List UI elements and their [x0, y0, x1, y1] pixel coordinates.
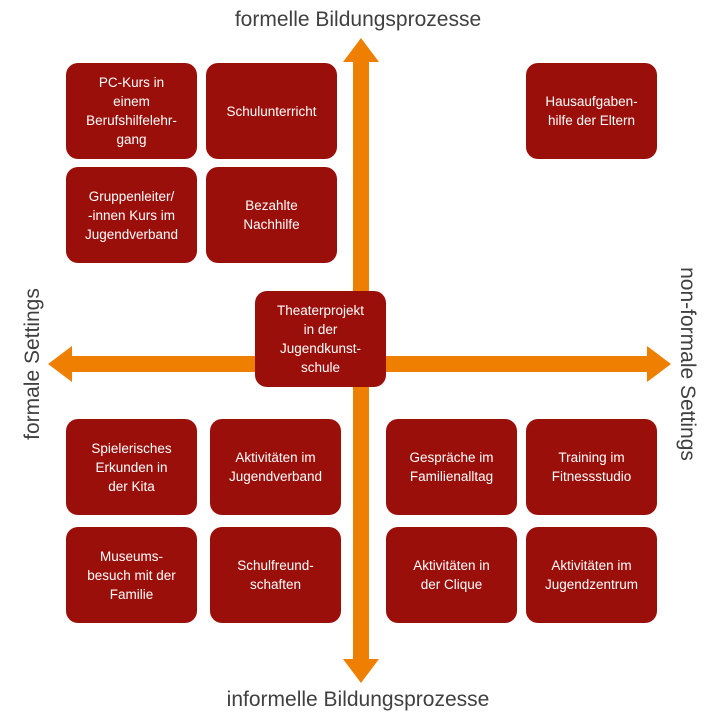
axis-label-right: non-formale Settings — [676, 267, 699, 461]
box-jugendzentrum: Aktivitäten im Jugendzentrum — [526, 527, 657, 623]
box-schulunterricht: Schulunterricht — [206, 63, 337, 159]
box-nachhilfe: Bezahlte Nachhilfe — [206, 167, 337, 263]
box-fitnessstudio: Training im Fitnessstudio — [526, 419, 657, 515]
axis-label-top: formelle Bildungsprozesse — [234, 8, 482, 31]
box-museum: Museums- besuch mit der Familie — [66, 527, 197, 623]
box-familienalltag: Gespräche im Familienalltag — [386, 419, 517, 515]
axis-label-bottom: informelle Bildungsprozesse — [226, 688, 490, 711]
box-gruppenleiter: Gruppenleiter/ -innen Kurs im Jugendverb… — [66, 167, 197, 263]
box-pc-kurs: PC-Kurs in einem Berufshilfelehr- gang — [66, 63, 197, 159]
axis-label-left: formale Settings — [21, 288, 44, 440]
box-clique: Aktivitäten in der Clique — [386, 527, 517, 623]
box-kita: Spielerisches Erkunden in der Kita — [66, 419, 197, 515]
box-jugendverband: Aktivitäten im Jugendverband — [210, 419, 341, 515]
box-schulfreundschaften: Schulfreund- schaften — [210, 527, 341, 623]
box-hausaufgabenhilfe: Hausaufgaben- hilfe der Eltern — [526, 63, 657, 159]
box-theaterprojekt: Theaterprojekt in der Jugendkunst- schul… — [255, 291, 386, 387]
